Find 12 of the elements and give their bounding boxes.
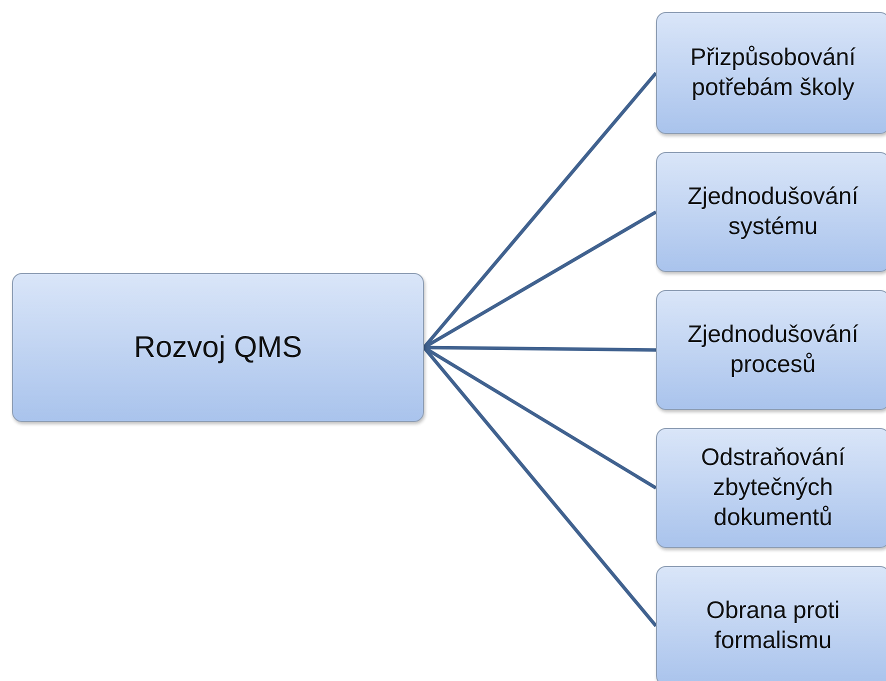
- item-box: [656, 12, 886, 134]
- item-box: [656, 290, 886, 410]
- topic-box: [12, 273, 424, 422]
- node-text: Zjednodušování procesů: [686, 320, 860, 380]
- node-text: Přizpůsobování potřebám školy: [689, 43, 857, 103]
- node-text: Odstraňování zbytečných dokumentů: [700, 443, 846, 533]
- item-box: [656, 152, 886, 272]
- node-text: Rozvoj QMS: [134, 330, 302, 366]
- item-box: [656, 428, 886, 548]
- node-text: Obrana proti formalismu: [705, 596, 841, 656]
- node-text: Zjednodušování systému: [686, 182, 860, 242]
- item-box: [656, 566, 886, 681]
